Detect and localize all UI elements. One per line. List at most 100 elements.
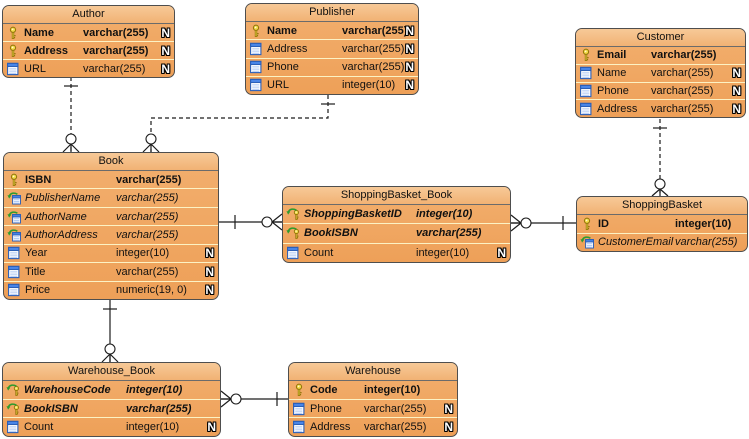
- nullable-icon: N: [205, 283, 214, 298]
- column-name: Price: [25, 284, 51, 297]
- column-icon: [579, 66, 594, 80]
- entity-title[interactable]: ShoppingBasket: [577, 197, 747, 215]
- column-row[interactable]: Price numeric(19, 0) N: [4, 280, 218, 299]
- column-name: Count: [24, 421, 54, 434]
- column-type: integer(10): [342, 79, 396, 92]
- column-icon: [6, 62, 21, 75]
- relationship-shoppingbasket-shoppingbasket_book[interactable]: [510, 214, 576, 232]
- column-type: varchar(255): [342, 24, 408, 37]
- nullable-icon: N: [405, 78, 414, 93]
- column-type: varchar(255): [116, 210, 179, 223]
- nullable-icon: N: [207, 420, 216, 435]
- column-icon: [7, 247, 22, 260]
- column-type: varchar(255): [83, 26, 149, 39]
- column-row[interactable]: AuthorName varchar(255): [4, 206, 218, 225]
- column-name: PublisherName: [25, 192, 101, 205]
- column-type: integer(10): [675, 217, 732, 230]
- column-type: varchar(255): [116, 192, 179, 205]
- column-name: AuthorName: [25, 210, 87, 223]
- nullable-icon: N: [161, 25, 170, 40]
- entity-title[interactable]: Book: [4, 153, 218, 171]
- column-type: varchar(255): [416, 227, 482, 240]
- column-type: varchar(255): [651, 102, 714, 115]
- column-name: Address: [310, 421, 351, 434]
- entity-title[interactable]: Warehouse: [289, 363, 457, 381]
- entity-title[interactable]: Publisher: [246, 4, 418, 22]
- column-type: varchar(255): [116, 265, 179, 278]
- foreign-key-icon: [7, 228, 22, 242]
- entity-title[interactable]: Customer: [576, 29, 745, 47]
- column-name: Code: [310, 383, 338, 396]
- foreign-key-icon: [580, 236, 595, 249]
- column-row[interactable]: BookISBN varchar(255): [283, 223, 510, 242]
- column-name: Phone: [597, 84, 629, 97]
- entity-title[interactable]: Author: [3, 6, 174, 24]
- relationship-publisher-book[interactable]: [142, 95, 335, 153]
- column-type: integer(10): [364, 383, 421, 396]
- primary-key-icon: [6, 26, 21, 39]
- column-icon: [292, 421, 307, 434]
- primary-key-icon: [579, 49, 594, 62]
- column-name: BookISBN: [304, 227, 358, 240]
- primary-key-icon: [7, 173, 22, 186]
- relationship-customer-shoppingbasket[interactable]: [651, 119, 669, 197]
- column-type: varchar(255): [364, 402, 427, 415]
- relationship-warehouse-warehouse_book[interactable]: [220, 390, 288, 408]
- column-type: integer(10): [416, 246, 470, 259]
- column-row[interactable]: URL integer(10) N: [246, 75, 418, 94]
- column-name: Name: [597, 67, 627, 80]
- column-row[interactable]: PublisherName varchar(255): [4, 188, 218, 206]
- column-type: numeric(19, 0): [116, 284, 187, 297]
- column-row[interactable]: Code integer(10): [289, 381, 457, 399]
- relationship-book-warehouse_book[interactable]: [101, 299, 119, 363]
- entity-title[interactable]: ShoppingBasket_Book: [283, 187, 510, 205]
- column-type: varchar(255): [342, 42, 405, 55]
- primary-key-icon: [249, 24, 264, 37]
- relationship-author-book[interactable]: [62, 77, 80, 153]
- column-icon: [579, 84, 594, 98]
- column-name: Name: [267, 24, 297, 37]
- column-name: Title: [25, 265, 46, 278]
- column-name: Phone: [267, 61, 299, 74]
- column-name: URL: [267, 79, 290, 92]
- entity-title[interactable]: Warehouse_Book: [3, 363, 220, 381]
- column-name: Email: [597, 49, 627, 62]
- primary-foreign-key-icon: [6, 402, 21, 415]
- relationship-book-shoppingbasket_book[interactable]: [219, 213, 283, 231]
- nullable-icon: N: [405, 41, 414, 56]
